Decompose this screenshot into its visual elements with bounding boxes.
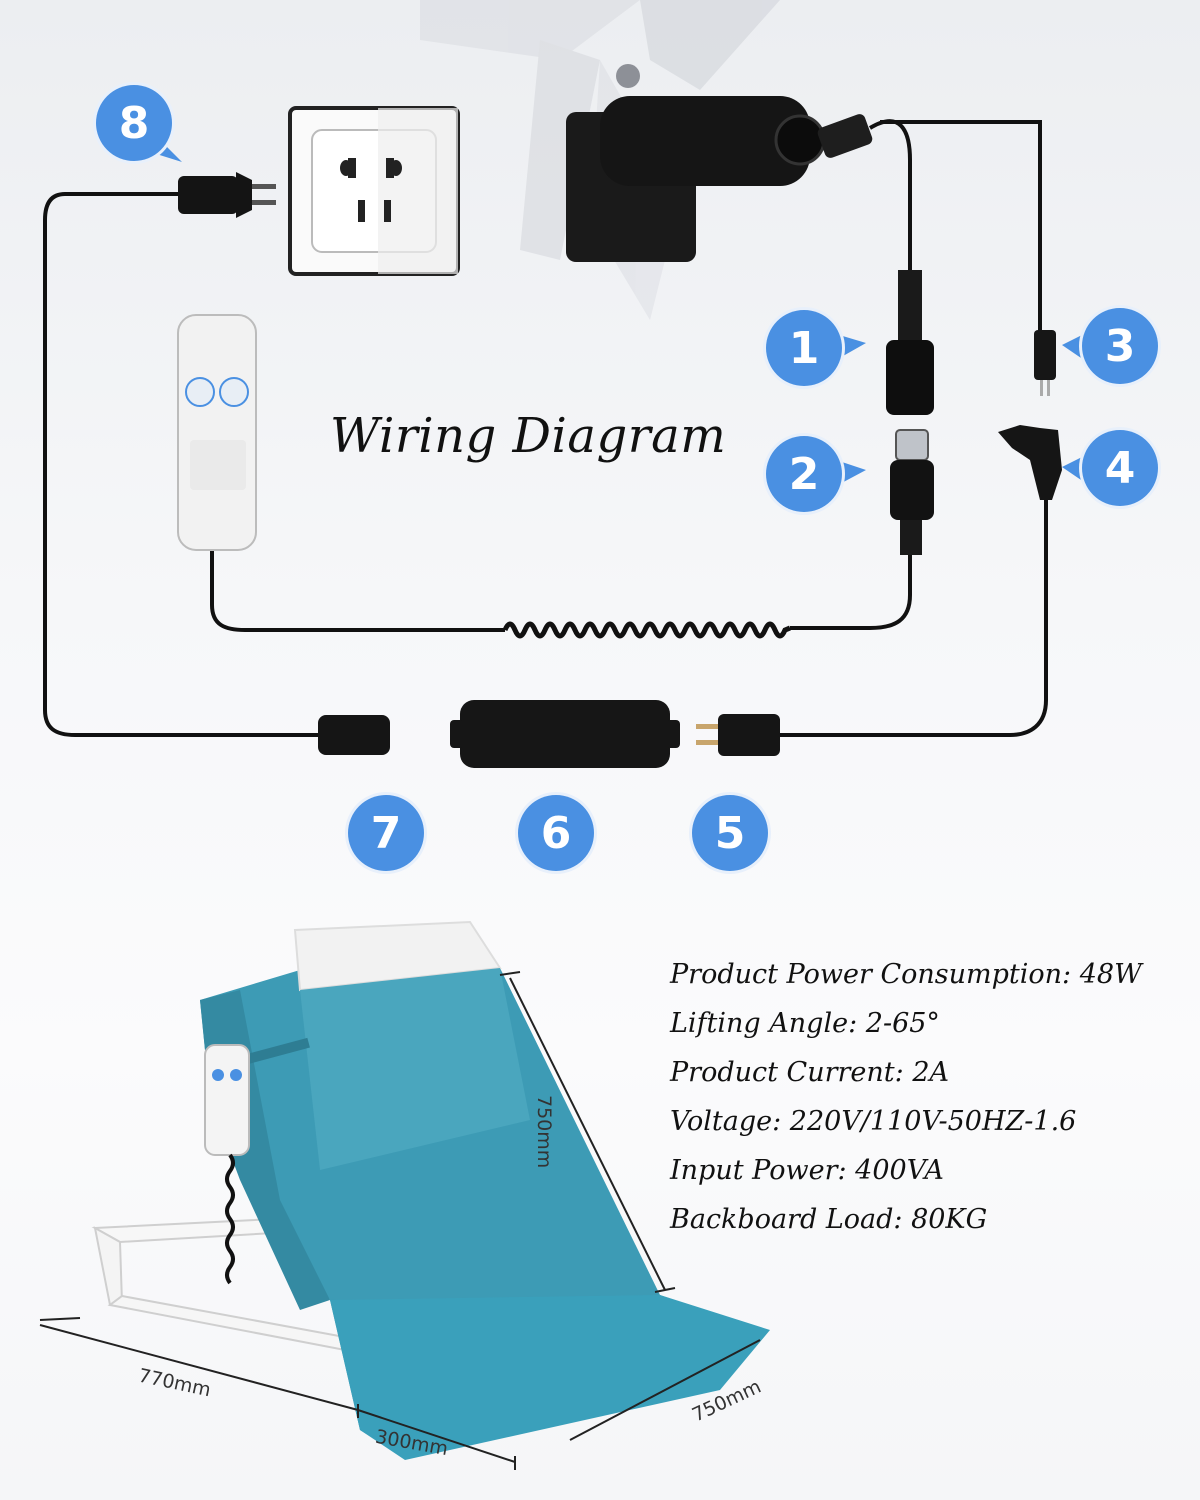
badge-5: 5	[692, 795, 768, 871]
badge-1: 1	[766, 310, 842, 386]
coiled-cord	[502, 621, 791, 639]
connector-1	[886, 270, 934, 415]
connector-3	[1034, 330, 1056, 396]
remote-control	[177, 314, 257, 551]
cables	[43, 119, 1048, 737]
wall-socket	[288, 106, 460, 276]
diagram-title: Wiring Diagram	[330, 408, 727, 464]
spec-lifting-angle: Lifting Angle: 2-65°	[670, 1008, 940, 1039]
badge-7: 7	[348, 795, 424, 871]
dimension-height-label: 750mm	[533, 1095, 555, 1169]
badge-2: 2	[766, 436, 842, 512]
badge-8: 8	[96, 85, 172, 161]
backrest-product	[91, 920, 770, 1460]
connector-5	[696, 714, 780, 756]
actuator-motor	[566, 64, 873, 262]
dimension-lines	[39, 971, 761, 1470]
spec-backboard-load: Backboard Load: 80KG	[670, 1204, 988, 1235]
spec-current: Product Current: 2A	[670, 1057, 949, 1088]
connector-7	[318, 715, 390, 755]
badge-3: 3	[1082, 308, 1158, 384]
spec-list: Product Power Consumption: 48W Lifting A…	[670, 950, 1190, 1244]
connector-2	[890, 429, 934, 555]
spec-voltage: Voltage: 220V/110V-50HZ-1.6	[670, 1106, 1077, 1137]
badge-4: 4	[1082, 430, 1158, 506]
spec-input-power: Input Power: 400VA	[670, 1155, 944, 1186]
connector-4	[998, 425, 1062, 500]
spec-power-consumption: Product Power Consumption: 48W	[670, 959, 1142, 990]
power-plug	[178, 172, 276, 218]
control-box	[450, 700, 680, 768]
badge-6: 6	[518, 795, 594, 871]
